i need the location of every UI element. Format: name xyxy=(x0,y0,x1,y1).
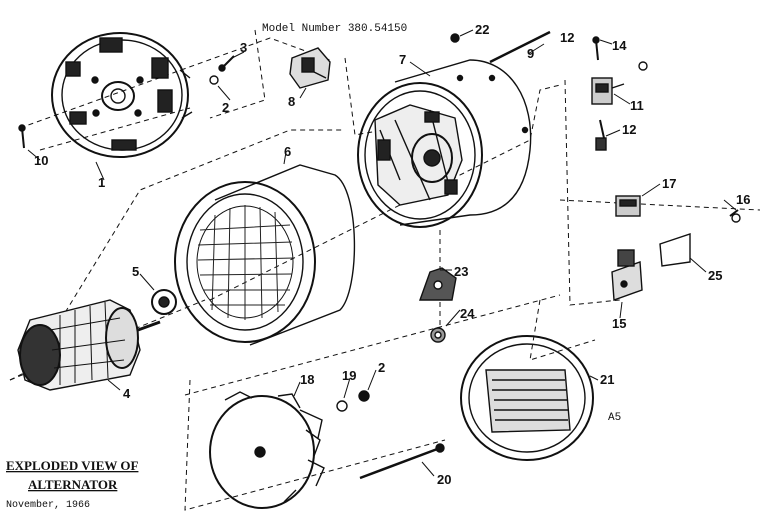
part-18-fan-end-plate xyxy=(209,391,325,509)
callout-2-lower: 2 xyxy=(378,360,385,375)
part-11-terminal-block xyxy=(591,77,625,105)
washer-2 xyxy=(209,75,219,85)
caption-title-line1: EXPLODED VIEW OF xyxy=(6,458,138,473)
callout-7: 7 xyxy=(399,52,406,67)
callout-18: 18 xyxy=(300,372,314,387)
part-22-nut xyxy=(450,33,460,43)
callout-9: 9 xyxy=(527,46,534,61)
part-16-screw xyxy=(729,209,741,223)
callout-12-lower: 12 xyxy=(622,122,636,137)
callout-25: 25 xyxy=(708,268,722,283)
part-2-nut-lower xyxy=(358,390,370,402)
callout-6: 6 xyxy=(284,144,291,159)
corner-code: A5 xyxy=(608,412,621,424)
part-7-housing xyxy=(357,59,532,228)
part-25-clip xyxy=(659,233,691,267)
caption-title-line2: ALTERNATOR xyxy=(28,477,118,492)
part-8-brush-holder xyxy=(289,47,331,89)
callout-24: 24 xyxy=(460,306,475,321)
callout-19: 19 xyxy=(342,368,356,383)
callout-11: 11 xyxy=(630,98,644,113)
part-17-capacitor xyxy=(615,195,641,217)
part-1-end-bell xyxy=(51,32,193,158)
model-number-label: Model Number 380.54150 xyxy=(262,23,407,35)
leader-lines xyxy=(27,29,737,477)
part-6-stator xyxy=(174,164,356,346)
part-5-bearing xyxy=(151,289,177,315)
callout-3: 3 xyxy=(240,40,247,55)
callout-23: 23 xyxy=(454,264,468,279)
callout-8: 8 xyxy=(288,94,295,109)
part-19-washer xyxy=(336,400,348,412)
part-12-bushing xyxy=(595,119,607,151)
part-24-nut xyxy=(430,327,446,343)
callout-21: 21 xyxy=(600,372,614,387)
part-21-end-cover xyxy=(460,335,594,461)
callout-17: 17 xyxy=(662,176,676,191)
callout-22: 22 xyxy=(475,22,489,37)
part-14-nut xyxy=(638,61,648,71)
part-20-stud xyxy=(359,443,445,480)
callout-5: 5 xyxy=(132,264,139,279)
callout-14: 14 xyxy=(612,38,627,53)
callout-2-upper: 2 xyxy=(222,100,229,115)
screw-10 xyxy=(18,124,26,149)
callout-15: 15 xyxy=(612,316,626,331)
part-4-rotor xyxy=(17,299,161,391)
part-13-screw xyxy=(592,36,600,61)
callout-16: 16 xyxy=(736,192,750,207)
screw-3 xyxy=(218,55,235,72)
callout-20: 20 xyxy=(437,472,451,487)
callout-12-upper: 12 xyxy=(560,30,574,45)
callout-4: 4 xyxy=(123,386,131,401)
part-15-bracket xyxy=(611,249,643,301)
callout-10: 10 xyxy=(34,153,48,168)
part-9-stud xyxy=(489,30,551,64)
part-23-cone xyxy=(419,267,457,301)
callout-1: 1 xyxy=(98,175,105,190)
caption-date: November, 1966 xyxy=(6,499,90,511)
